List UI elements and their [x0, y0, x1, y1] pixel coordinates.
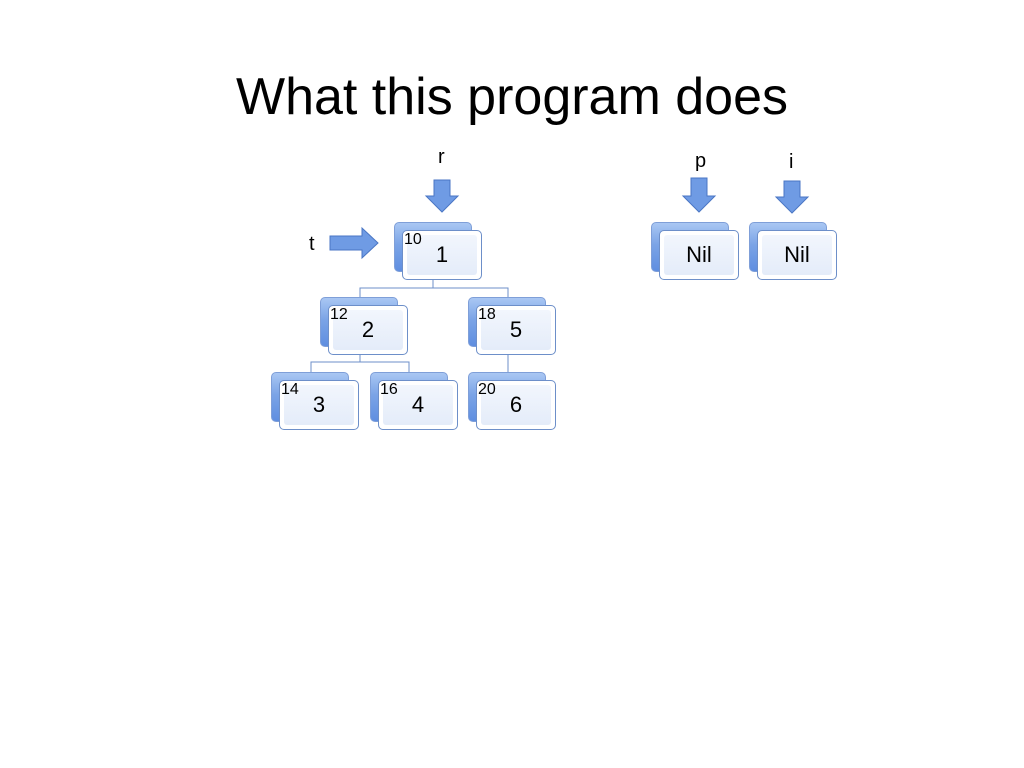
pointer-label-i: i — [789, 151, 794, 173]
tree-node-4: 16 4 — [370, 372, 458, 430]
node-address: 20 — [478, 381, 496, 398]
node-value: 3 — [312, 392, 326, 417]
tree-node-3: 14 3 — [271, 372, 359, 430]
node-value: 2 — [361, 317, 375, 342]
tree-node-1: 10 1 — [394, 222, 482, 280]
node-address: 12 — [330, 306, 348, 323]
node-address: 14 — [281, 381, 299, 398]
edge-n2-n3 — [310, 355, 361, 372]
arrow-t-icon — [329, 226, 379, 260]
pointer-label-r: r — [438, 146, 445, 168]
node-value: Nil — [784, 242, 810, 267]
node-address: 18 — [478, 306, 496, 323]
pointer-label-p: p — [695, 150, 707, 172]
nil-node-i: Nil — [749, 222, 837, 280]
nil-node-p: Nil — [651, 222, 739, 280]
arrow-p-icon — [681, 177, 717, 213]
edge-n2-n4 — [360, 361, 410, 372]
node-address: 16 — [380, 381, 398, 398]
slide-title: What this program does — [235, 68, 789, 126]
edge-n1-n5 — [433, 287, 509, 297]
tree-node-2: 12 2 — [320, 297, 408, 355]
arrow-r-icon — [424, 179, 460, 213]
node-address: 10 — [404, 231, 422, 248]
node-value: 5 — [509, 317, 523, 342]
node-value: 1 — [435, 242, 449, 267]
node-value: Nil — [686, 242, 712, 267]
arrow-i-icon — [774, 180, 810, 214]
node-value: 4 — [411, 392, 425, 417]
edge-n1-n2 — [359, 280, 434, 297]
pointer-label-t: t — [309, 233, 315, 255]
tree-node-6: 20 6 — [468, 372, 556, 430]
tree-node-5: 18 5 — [468, 297, 556, 355]
node-value: 6 — [509, 392, 523, 417]
